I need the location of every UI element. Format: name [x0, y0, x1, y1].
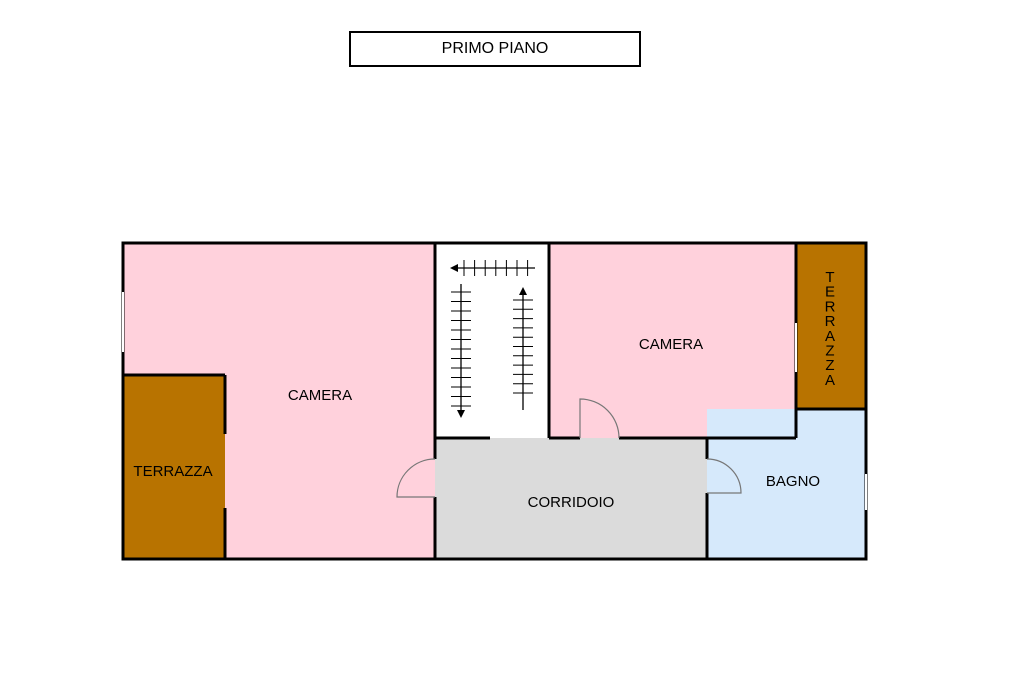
- terrazza-right-letter: A: [825, 328, 835, 345]
- terrazza-right-letter: A: [825, 372, 835, 389]
- windows: [122, 292, 867, 510]
- arrow-down-icon: [457, 410, 465, 418]
- door-arcs: [396, 398, 742, 498]
- arrow-left-icon: [450, 264, 458, 272]
- stair-room: [435, 243, 549, 438]
- terrazza-right-letter: E: [825, 284, 835, 301]
- terrazza-right-letter: R: [825, 313, 836, 330]
- camera-right-room: [549, 243, 796, 438]
- stair-arrows: [450, 264, 527, 418]
- terrazza-left-label: TERRAZZA: [133, 463, 212, 480]
- corridoio-room: [435, 438, 707, 559]
- terrazza-right-letter: R: [825, 298, 836, 315]
- terrazza-left-room: [123, 375, 225, 559]
- terrazza-right-letter: Z: [825, 357, 834, 374]
- terrazza-right-letter: Z: [825, 343, 834, 360]
- terrazza-right-room: [796, 243, 866, 409]
- corridoio-label: CORRIDOIO: [528, 494, 615, 511]
- arrow-up-icon: [519, 287, 527, 295]
- bagno-room: [707, 409, 866, 559]
- terrazza-right-letter: T: [825, 269, 834, 286]
- camera-right-label: CAMERA: [639, 336, 703, 353]
- bagno-label: BAGNO: [766, 473, 820, 490]
- floor-title: PRIMO PIANO: [349, 31, 641, 67]
- stair-treads: [451, 260, 533, 407]
- camera-left-label: CAMERA: [288, 387, 352, 404]
- terrazza-right-label: TERRAZZA: [825, 269, 836, 389]
